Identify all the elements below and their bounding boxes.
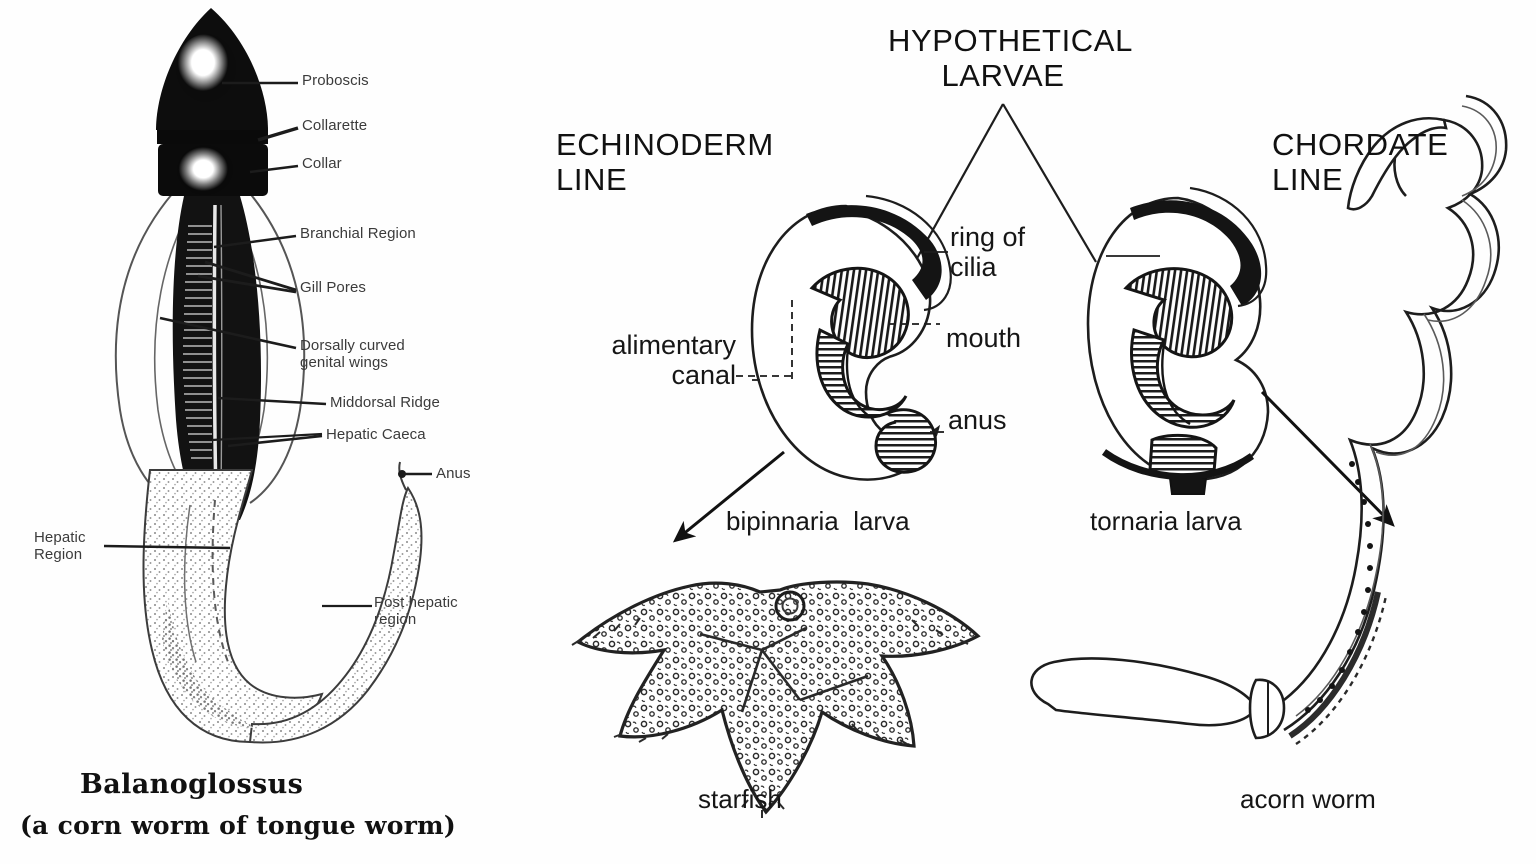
heading-hypothetical-larvae: HYPOTHETICAL LARVAE (888, 23, 1133, 93)
balanoglossus-leader-lines (103, 81, 432, 608)
label-genital-wings: Dorsally curved genital wings (300, 337, 405, 371)
caption-balanoglossus-name: Balanoglossus (80, 769, 304, 800)
tornaria-larva-drawing (1086, 186, 1270, 495)
label-anus-balanoglossus: Anus (436, 465, 471, 482)
label-acorn-worm: acorn worm (1240, 784, 1376, 814)
caption-balanoglossus-common-name: (a corn worm of tongue worm) (20, 811, 457, 840)
label-branchial-region: Branchial Region (300, 225, 416, 242)
label-alimentary-canal: alimentary canal (611, 330, 736, 391)
arrow-tornaria-to-acornworm (1260, 390, 1395, 527)
balanoglossus-body (114, 8, 423, 744)
label-hepatic-region: Hepatic Region (34, 529, 86, 563)
label-proboscis: Proboscis (302, 72, 369, 89)
label-collar: Collar (302, 155, 342, 172)
hypothetical-larvae-branch-lines (914, 103, 1097, 263)
label-tornaria-larva: tornaria larva (1090, 506, 1242, 536)
bipinnaria-leader-lines (736, 251, 948, 433)
label-anus-larva: anus (948, 405, 1007, 435)
label-collarette: Collarette (302, 117, 368, 134)
heading-chordate-line: CHORDATE LINE (1272, 127, 1449, 197)
label-middorsal-ridge: Middorsal Ridge (330, 394, 440, 411)
label-ring-of-cilia: ring of cilia (950, 222, 1026, 283)
label-gill-pores: Gill Pores (300, 279, 367, 296)
acorn-worm-drawing (1030, 94, 1508, 745)
label-bipinnaria-larva: bipinnaria larva (726, 506, 910, 536)
label-post-hepatic-region: Post hepatic region (374, 594, 458, 628)
bipinnaria-larva-drawing (750, 194, 952, 481)
starfish-drawing (571, 580, 981, 818)
label-hepatic-caeca: Hepatic Caeca (326, 426, 426, 443)
heading-echinoderm-line: ECHINODERM LINE (556, 127, 774, 197)
label-starfish: starfish (698, 784, 782, 814)
arrow-bipinnaria-to-starfish (672, 450, 785, 543)
label-mouth: mouth (946, 323, 1022, 353)
